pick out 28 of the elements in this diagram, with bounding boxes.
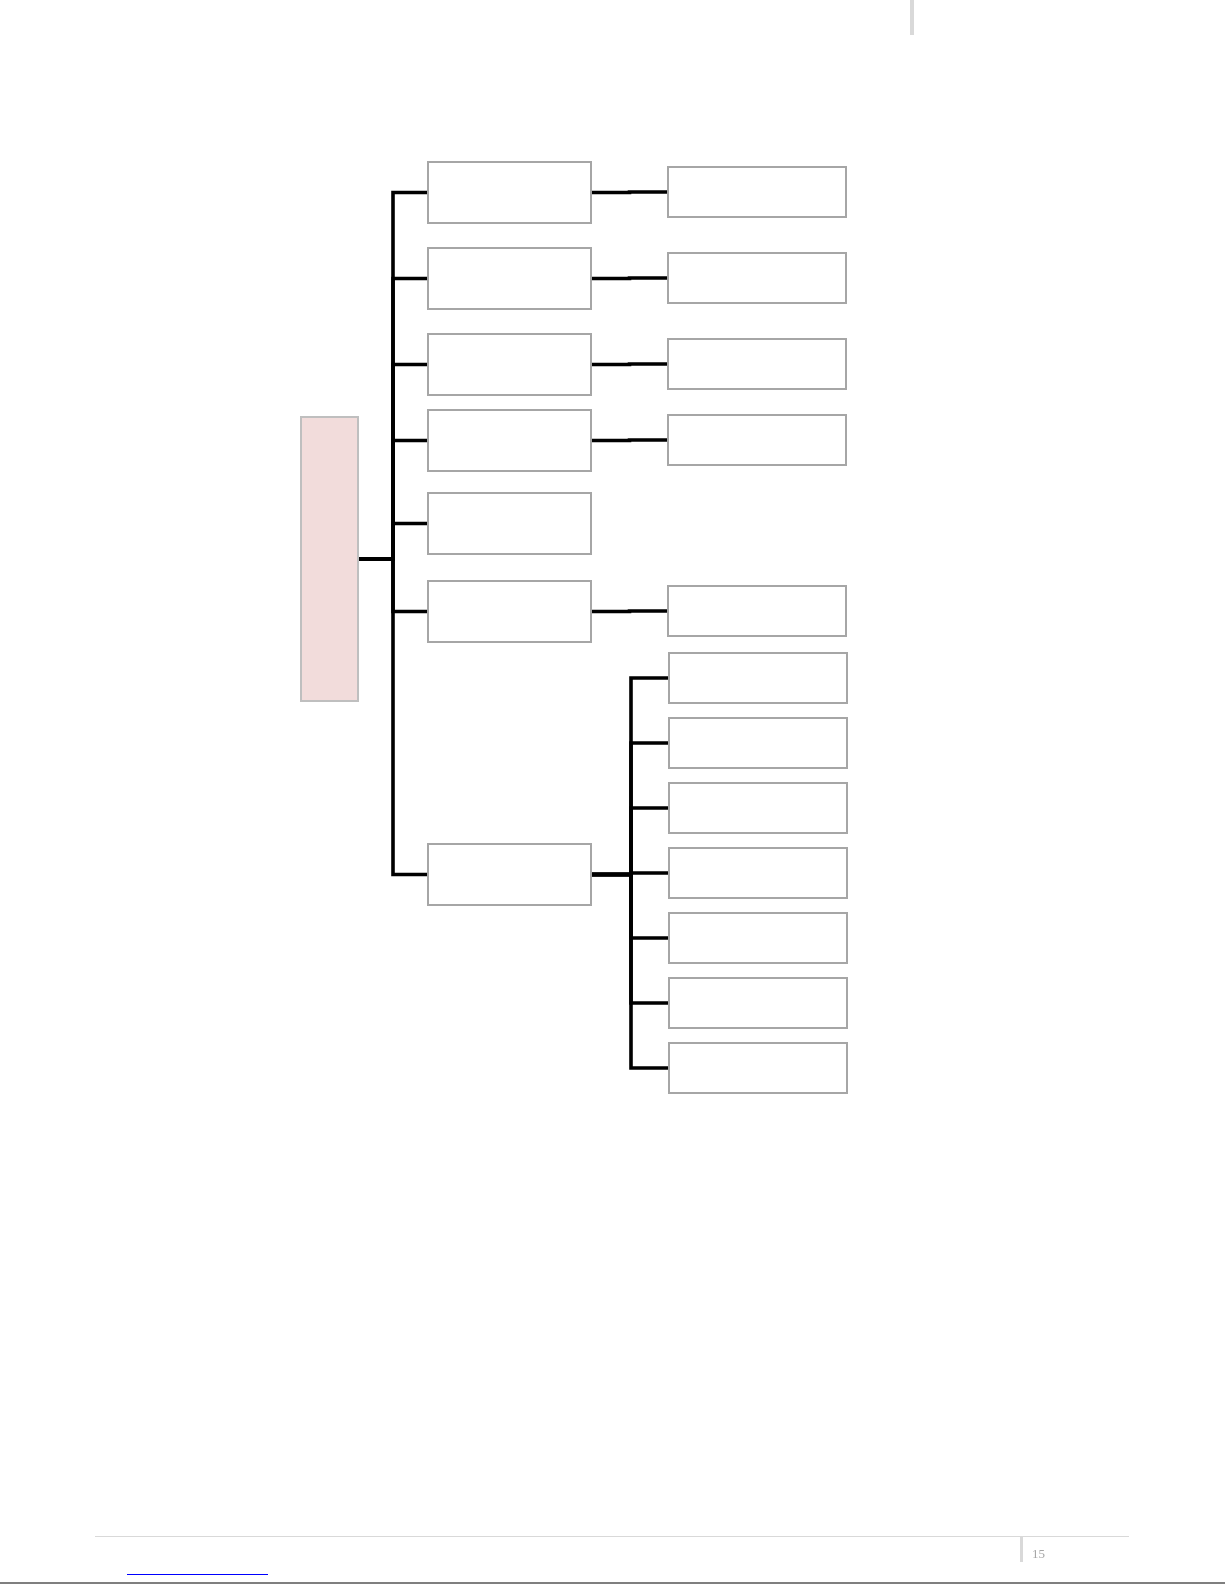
root-box	[300, 416, 359, 702]
empty-box	[668, 912, 848, 964]
empty-box	[427, 161, 592, 224]
empty-box	[668, 782, 848, 834]
empty-box	[667, 166, 847, 218]
connector-line	[592, 872, 668, 1070]
empty-box	[667, 585, 847, 637]
empty-box	[427, 843, 592, 906]
empty-box	[427, 409, 592, 472]
empty-box	[668, 977, 848, 1029]
connector-line	[359, 557, 427, 877]
empty-box	[667, 338, 847, 390]
empty-box	[427, 247, 592, 310]
page-number: 15	[1032, 1547, 1045, 1560]
empty-box	[427, 492, 592, 555]
empty-box	[427, 580, 592, 643]
empty-box	[668, 652, 848, 704]
empty-box	[427, 333, 592, 396]
empty-box	[667, 414, 847, 466]
connector-line	[592, 190, 667, 195]
empty-box	[668, 717, 848, 769]
connector-line	[592, 609, 667, 614]
connector-line	[592, 276, 667, 281]
empty-box	[668, 847, 848, 899]
empty-box	[667, 252, 847, 304]
empty-box	[668, 1042, 848, 1094]
connector-line	[592, 438, 667, 443]
connector-line	[592, 362, 667, 367]
